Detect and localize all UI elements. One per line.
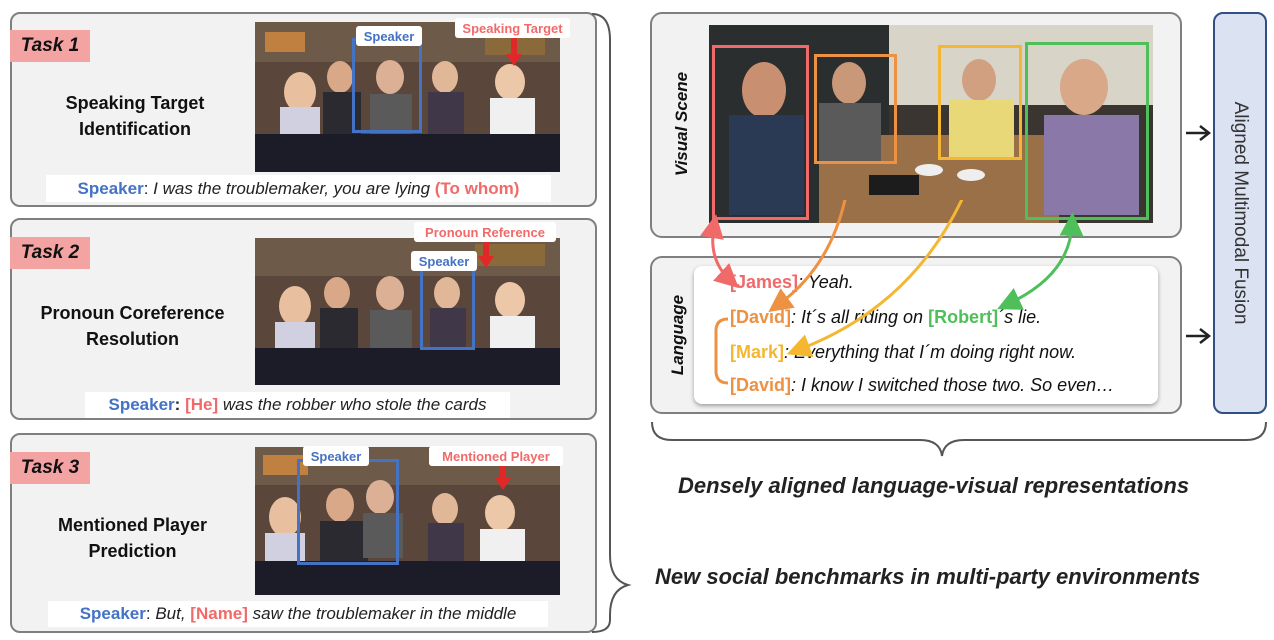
task-2-target-arrow	[478, 242, 494, 268]
task-2-caption-speaker: Speaker	[108, 395, 175, 414]
james-box	[712, 45, 809, 220]
task-1-caption: Speaker: I was the troublemaker, you are…	[46, 175, 551, 202]
task-1-title-line1: Speaking Target	[65, 93, 205, 113]
alignment-arrows	[700, 200, 1084, 357]
tasks-brace	[591, 13, 632, 633]
task-3-title: Mentioned Player Prediction	[25, 512, 240, 564]
task-2-photo	[255, 238, 560, 385]
task-1-target-tag: Speaking Target	[455, 18, 570, 38]
task-3-caption-text1: But,	[155, 604, 191, 623]
task-3-title-line2: Prediction	[88, 541, 177, 561]
task-1-badge: Task 1	[10, 30, 90, 62]
task-2-caption-colon: :	[174, 395, 186, 414]
david-box	[814, 54, 897, 164]
task-2-title-line1: Pronoun Coreference	[40, 303, 225, 323]
task-1-caption-red: (To whom)	[434, 178, 520, 198]
dialogue-text-2b: ´s lie.	[998, 307, 1042, 327]
visual-to-fusion-arrow	[1186, 125, 1212, 141]
benchmark-caption: New social benchmarks in multi-party env…	[655, 564, 1201, 589]
task-2-speaker-box	[420, 264, 475, 350]
task-2-caption-text: was the robber who stole the cards	[218, 395, 487, 414]
dialogue-line-4: [David]: I know I switched those two. So…	[730, 375, 1114, 396]
speaker-name-mark: [Mark]	[730, 342, 785, 362]
right-brace	[651, 421, 1267, 457]
dialogue-text-3: : Everything that I´m doing right now.	[784, 342, 1077, 362]
dialogue-line-3: [Mark]: Everything that I´m doing right …	[730, 342, 1076, 363]
task-3-target-tag: Mentioned Player	[429, 446, 563, 466]
task-3-caption-red: [Name]	[190, 604, 248, 623]
task-3-target-arrow	[495, 466, 511, 490]
task-2-badge: Task 2	[10, 237, 90, 269]
task-3-title-line1: Mentioned Player	[57, 515, 208, 535]
speaker-name-david-2: [David]	[730, 375, 792, 395]
task-3-badge: Task 3	[10, 452, 90, 484]
task-2-title: Pronoun Coreference Resolution	[15, 300, 250, 352]
dialogue-text-1: : Yeah.	[798, 272, 854, 292]
task-1-title: Speaking Target Identification	[30, 90, 240, 142]
task-3-caption-speaker: Speaker	[79, 604, 146, 623]
task-1-caption-speaker: Speaker	[77, 178, 144, 198]
task-1-speaker-tag: Speaker	[356, 26, 422, 46]
task-1-caption-text: I was the troublemaker, you are lying	[153, 178, 435, 198]
language-label: Language	[668, 294, 687, 376]
fusion-box	[1213, 12, 1267, 414]
dialogue-line-2: [David]: It´s all riding on [Robert]´s l…	[730, 307, 1041, 328]
task-3-caption-colon: :	[145, 604, 156, 623]
task-3-caption: Speaker: But, [Name] saw the troublemake…	[48, 601, 548, 627]
mark-box	[938, 45, 1022, 160]
task-3-speaker-box	[297, 459, 399, 565]
dense-caption: Densely aligned language-visual represen…	[678, 473, 1190, 498]
task-1-target-arrow	[506, 38, 522, 66]
language-to-fusion-arrow	[1186, 328, 1212, 344]
task-2-caption: Speaker: [He] was the robber who stole t…	[85, 392, 510, 418]
task-2-title-line2: Resolution	[86, 329, 179, 349]
speaker-name-james: [James]	[730, 272, 799, 292]
task-3-photo-scene	[255, 447, 560, 595]
task-3-speaker-tag: Speaker	[303, 446, 369, 466]
david-bracket	[714, 317, 729, 385]
dialogue-line-1: [James]: Yeah.	[730, 272, 854, 293]
visual-scene-label: Visual Scene	[672, 71, 691, 177]
task-1-caption-colon: :	[143, 178, 154, 198]
robert-box	[1025, 42, 1149, 220]
dialogue-text-4: : I know I switched those two. So even…	[791, 375, 1115, 395]
task-3-caption-text2: saw the troublemaker in the middle	[247, 604, 517, 623]
task-1-title-line2: Identification	[79, 119, 191, 139]
dialogue-text-2a: : It´s all riding on	[791, 307, 929, 327]
fusion-label: Aligned Multimodal Fusion	[1230, 101, 1251, 325]
task-2-target-tag: Pronoun Reference	[414, 222, 556, 242]
mentioned-name-robert: [Robert]	[928, 307, 999, 327]
task-3-photo	[255, 447, 560, 595]
task-1-speaker-box	[352, 38, 422, 133]
task-2-caption-red: [He]	[185, 395, 219, 414]
task-2-speaker-tag: Speaker	[411, 251, 477, 271]
task-2-photo-scene	[255, 238, 560, 385]
